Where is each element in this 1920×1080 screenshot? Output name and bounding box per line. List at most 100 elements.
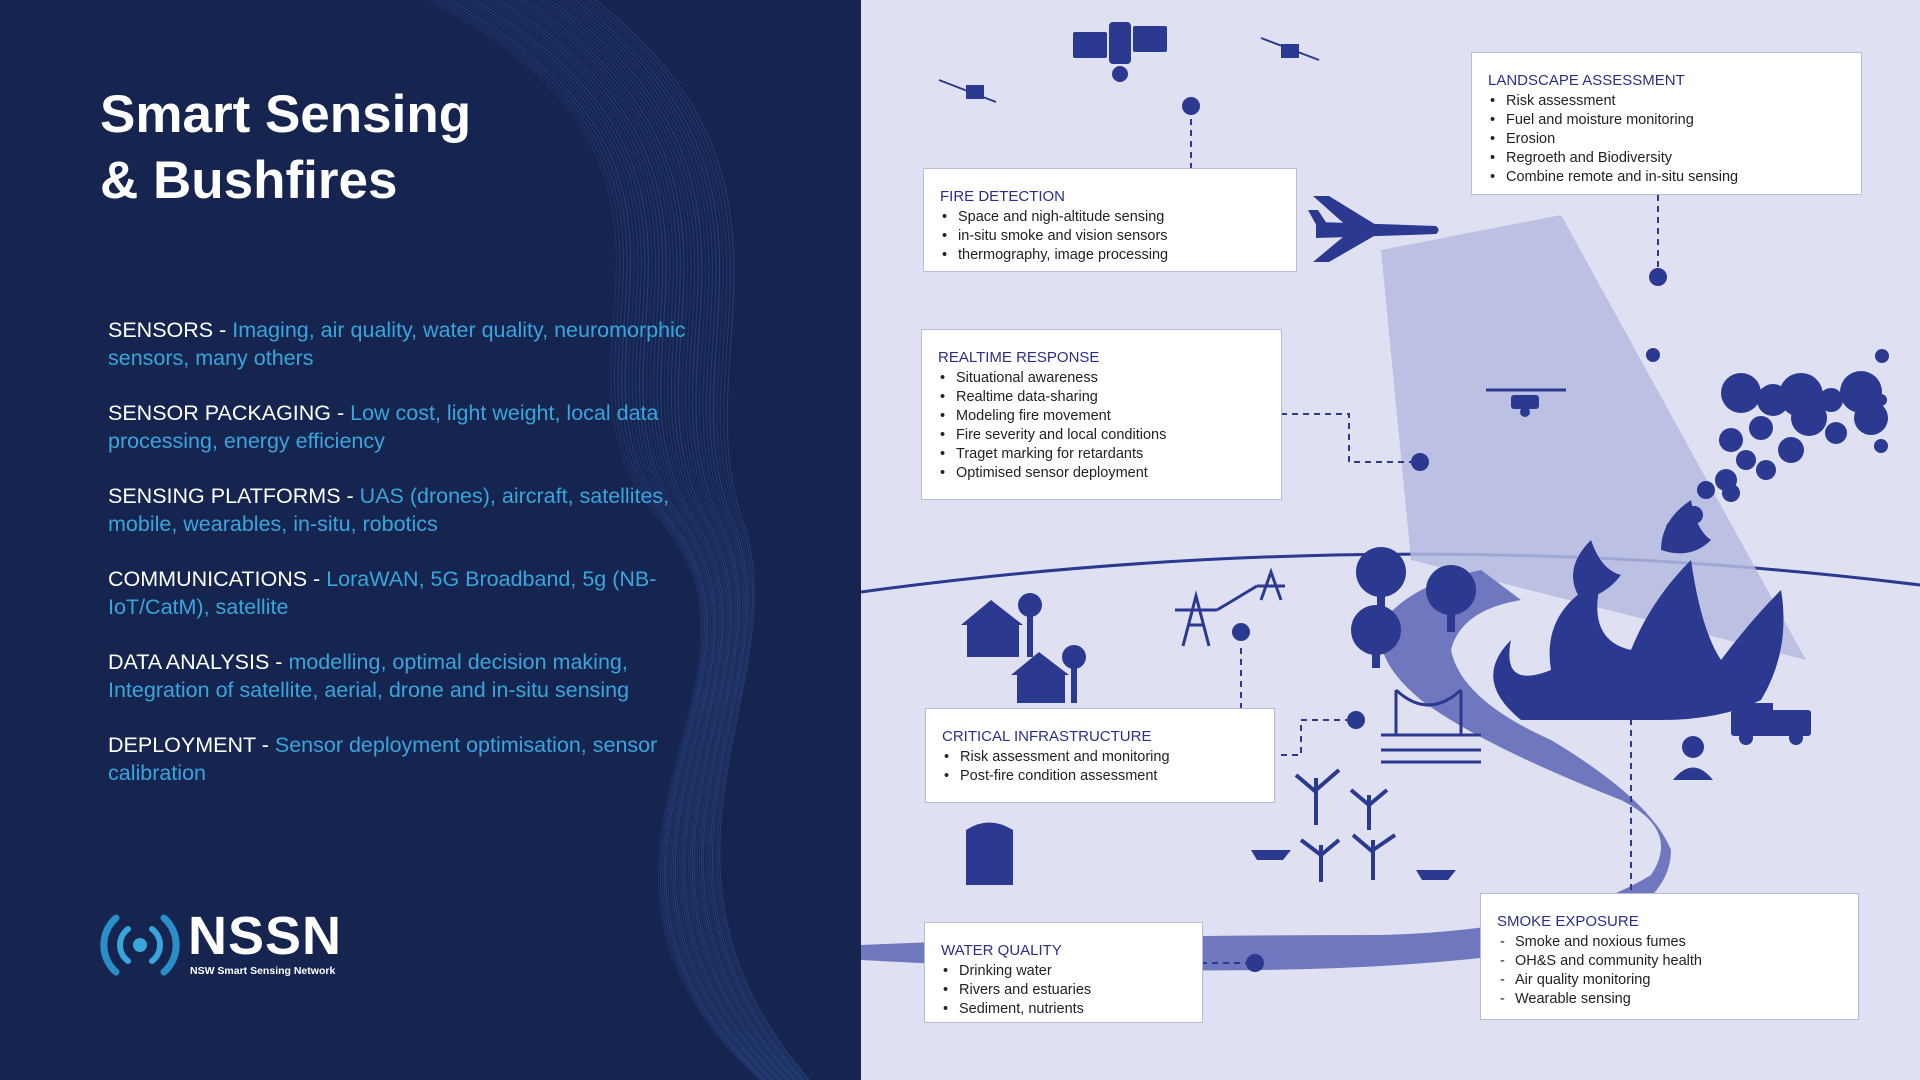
topic-desc: Sensor deployment optimisation, sensor c… — [108, 733, 658, 785]
card-title: SMOKE EXPOSURE — [1497, 913, 1639, 930]
wave-line — [494, 0, 780, 1080]
card-critical-infrastructure: CRITICAL INFRASTRUCTURE Risk assessment … — [925, 708, 1275, 803]
wave-line — [464, 0, 771, 1080]
wave-line — [454, 0, 768, 1080]
drone-icon — [1486, 388, 1566, 417]
title-line-2: & Bushfires — [100, 151, 398, 210]
wave-line — [589, 0, 809, 1080]
wave-line — [524, 0, 789, 1080]
topic-sensing-platforms: SENSING PLATFORMS - UAS (drones), aircra… — [108, 484, 670, 536]
fire-flames-icon — [1493, 500, 1784, 720]
nssn-logo: NSSN NSW Smart Sensing Network — [100, 906, 360, 980]
topic-desc: Low cost, light weight, local data proce… — [108, 401, 659, 453]
small-satellite-icon — [1260, 37, 1320, 61]
wave-line — [559, 0, 800, 1080]
wave-line — [469, 0, 773, 1080]
fire-truck-icon — [1731, 703, 1811, 745]
card-item: Regroeth and Biodiversity — [1488, 149, 1845, 168]
boat-icon — [1251, 850, 1456, 880]
illustration-panel: FIRE DETECTION Space and nigh-altitude s… — [861, 0, 1920, 1080]
wave-line — [584, 0, 807, 1080]
topic-label: DEPLOYMENT — [108, 733, 256, 757]
topic-label: SENSORS — [108, 318, 214, 342]
wave-line — [434, 0, 762, 1080]
bridge-icon — [1381, 688, 1481, 764]
card-item: in-situ smoke and vision sensors — [940, 227, 1280, 246]
card-title: REALTIME RESPONSE — [938, 349, 1100, 366]
card-realtime-response: REALTIME RESPONSE Situational awareness … — [921, 329, 1282, 500]
wave-line — [459, 0, 770, 1080]
card-water-quality: WATER QUALITY Drinking water Rivers and … — [924, 922, 1203, 1023]
bare-trees-icon — [1294, 768, 1397, 882]
title-line-1: Smart Sensing — [100, 85, 472, 144]
wave-line — [544, 0, 795, 1080]
firefighter-icon — [1673, 736, 1713, 780]
wave-line — [579, 0, 806, 1080]
sensing-beam — [1381, 215, 1806, 660]
wave-line — [554, 0, 798, 1080]
wave-line — [479, 0, 776, 1080]
wave-line — [449, 0, 767, 1080]
small-satellite-icon — [938, 79, 997, 103]
card-item: Rivers and estuaries — [941, 981, 1186, 1000]
card-title: WATER QUALITY — [941, 942, 1062, 959]
card-item: Combine remote and in-situ sensing — [1488, 168, 1845, 187]
airplane-icon — [1308, 196, 1439, 262]
card-smoke-exposure: SMOKE EXPOSURE Smoke and noxious fumes O… — [1480, 893, 1859, 1020]
card-item: Post-fire condition assessment — [942, 767, 1258, 786]
card-item: OH&S and community health — [1497, 952, 1842, 971]
card-item: Fire severity and local conditions — [938, 426, 1265, 445]
topic-desc: Imaging, air quality, water quality, neu… — [108, 318, 686, 370]
wave-line — [574, 0, 804, 1080]
card-title: FIRE DETECTION — [940, 188, 1066, 205]
card-item: Wearable sensing — [1497, 990, 1842, 1009]
topic-list: SENSORS - Imaging, air quality, water qu… — [108, 316, 708, 814]
tree-cluster-icon — [1351, 547, 1476, 668]
wave-line — [499, 0, 782, 1080]
wave-line — [534, 0, 792, 1080]
card-item: Erosion — [1488, 130, 1845, 149]
topic-sensor-packaging: SENSOR PACKAGING - Low cost, light weigh… — [108, 401, 659, 453]
card-item: thermography, image processing — [940, 246, 1280, 265]
wave-lines-decoration — [429, 0, 810, 1080]
card-title: LANDSCAPE ASSESSMENT — [1488, 72, 1685, 89]
wave-line — [529, 0, 791, 1080]
wave-line — [474, 0, 774, 1080]
wave-line — [514, 0, 786, 1080]
wave-line — [489, 0, 779, 1080]
topic-deployment: DEPLOYMENT - Sensor deployment optimisat… — [108, 733, 658, 785]
card-item: Optimised sensor deployment — [938, 464, 1265, 483]
connector-dots — [1182, 97, 1667, 972]
card-item: Risk assessment — [1488, 92, 1845, 111]
wave-line — [539, 0, 794, 1080]
card-item: Risk assessment and monitoring — [942, 748, 1258, 767]
left-panel: Smart Sensing & Bushfires SENSORS - Imag… — [0, 0, 861, 1080]
topic-sensors: SENSORS - Imaging, air quality, water qu… — [108, 318, 686, 370]
wave-line — [429, 0, 761, 1080]
power-tower-icon — [1175, 567, 1285, 647]
card-item: Smoke and noxious fumes — [1497, 933, 1842, 952]
page-title: Smart Sensing & Bushfires — [100, 82, 471, 214]
wave-line — [439, 0, 764, 1080]
smoke-cloud-icon — [1646, 348, 1889, 535]
wave-line — [519, 0, 788, 1080]
topic-label: SENSOR PACKAGING — [108, 401, 332, 425]
card-landscape-assessment: LANDSCAPE ASSESSMENT Risk assessment Fue… — [1471, 52, 1862, 195]
wave-line — [549, 0, 797, 1080]
topic-label: SENSING PLATFORMS — [108, 484, 341, 508]
house-icon — [961, 593, 1042, 657]
card-item: Air quality monitoring — [1497, 971, 1842, 990]
topic-desc: UAS (drones), aircraft, satellites, mobi… — [108, 484, 670, 536]
logo-subtitle: NSW Smart Sensing Network — [190, 965, 336, 977]
topic-communications: COMMUNICATIONS - LoraWAN, 5G Broadband, … — [108, 567, 657, 619]
topic-label: DATA ANALYSIS — [108, 650, 270, 674]
card-item: Traget marking for retardants — [938, 445, 1265, 464]
house-icon — [1011, 645, 1086, 703]
card-item: Space and nigh-altitude sensing — [940, 208, 1280, 227]
logo-name: NSSN — [188, 906, 343, 966]
topic-desc: modelling, optimal decision making, Inte… — [108, 650, 630, 702]
card-item: Sediment, nutrients — [941, 1000, 1186, 1019]
topic-desc: LoraWAN, 5G Broadband, 5g (NB-IoT/CatM),… — [108, 567, 657, 619]
topic-label: COMMUNICATIONS — [108, 567, 308, 591]
wave-line — [504, 0, 783, 1080]
